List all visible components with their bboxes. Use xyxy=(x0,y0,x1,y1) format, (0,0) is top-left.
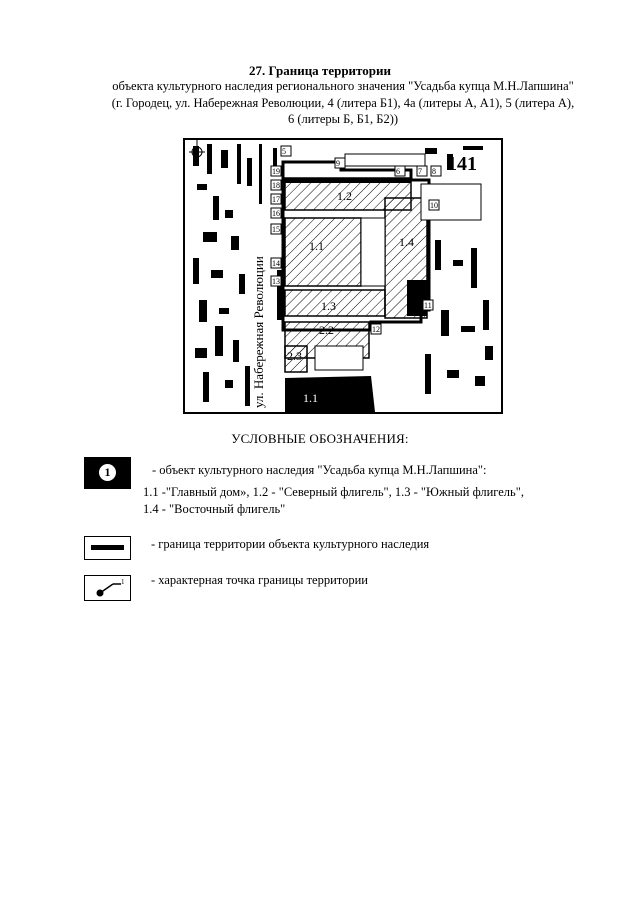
boundary-point: 16 xyxy=(270,207,282,219)
page-title: 27. Граница территории xyxy=(249,63,391,78)
svg-text:14: 14 xyxy=(272,259,280,268)
street-label: ул. Набережная Революции xyxy=(251,256,266,408)
heritage-object-number: 1 xyxy=(99,464,116,481)
legend-boundary-text: - граница территории объекта культурного… xyxy=(151,537,430,551)
svg-text:19: 19 xyxy=(272,167,280,176)
boundary-line-symbol-icon xyxy=(84,536,131,560)
site-plan-map: ул. Набережная Революции 1.1 1.2 1. xyxy=(183,138,503,414)
building-label: 1.1 xyxy=(303,391,318,405)
svg-text:8: 8 xyxy=(432,167,436,176)
north-marker-icon xyxy=(189,140,205,166)
page-subtitle: объекта культурного наследия регионально… xyxy=(111,79,575,126)
house-number: 141 xyxy=(447,153,477,175)
boundary-point: 18 xyxy=(270,179,282,191)
legend-heading: УСЛОВНЫЕ ОБОЗНАЧЕНИЯ: xyxy=(231,431,409,446)
boundary-point: 15 xyxy=(270,223,282,235)
boundary-point: 9 xyxy=(334,157,346,169)
svg-text:16: 16 xyxy=(272,209,280,218)
building-2-3 xyxy=(284,345,308,373)
point-symbol-number: 1 xyxy=(121,578,125,586)
svg-text:10: 10 xyxy=(430,201,438,210)
boundary-point: 5 xyxy=(280,145,292,157)
building-label: 2.3 xyxy=(287,349,302,363)
boundary-point-symbol-icon: 1 xyxy=(84,575,131,601)
svg-text:13: 13 xyxy=(272,277,280,286)
svg-text:18: 18 xyxy=(272,181,280,190)
building-label: 1.4 xyxy=(399,235,414,249)
boundary-point: 13 xyxy=(270,275,282,287)
svg-text:7: 7 xyxy=(418,167,422,176)
svg-text:11: 11 xyxy=(424,301,432,310)
boundary-point: 10 xyxy=(428,199,440,211)
legend-point-text: - характерная точка границы территории xyxy=(151,573,368,587)
building-1-1 xyxy=(284,217,362,287)
svg-text:5: 5 xyxy=(282,147,286,156)
boundary-point: 6 xyxy=(394,165,406,177)
building-label: 1.2 xyxy=(337,189,352,203)
boundary-point: 14 xyxy=(270,257,282,269)
svg-text:6: 6 xyxy=(396,167,400,176)
boundary-point: 11 xyxy=(422,299,434,311)
building-label: 2.2 xyxy=(319,323,334,337)
legend-object-text: - объект культурного наследия "Усадьба к… xyxy=(152,463,487,477)
building-label: 1.1 xyxy=(309,239,324,253)
boundary-point: 7 xyxy=(416,165,428,177)
building-label: 1.3 xyxy=(321,299,336,313)
building-1-3 xyxy=(284,289,386,317)
svg-text:17: 17 xyxy=(272,195,280,204)
boundary-point: 19 xyxy=(270,165,282,177)
boundary-point: 12 xyxy=(370,323,382,335)
legend-object-parts: 1.1 -"Главный дом», 1.2 - "Северный флиг… xyxy=(143,485,524,516)
svg-text:9: 9 xyxy=(336,159,340,168)
heritage-object-symbol-icon: 1 xyxy=(84,457,131,489)
svg-text:15: 15 xyxy=(272,225,280,234)
dark-structure xyxy=(285,376,375,412)
svg-text:12: 12 xyxy=(372,325,380,334)
boundary-point: 8 xyxy=(430,165,442,177)
boundary-point: 17 xyxy=(270,193,282,205)
